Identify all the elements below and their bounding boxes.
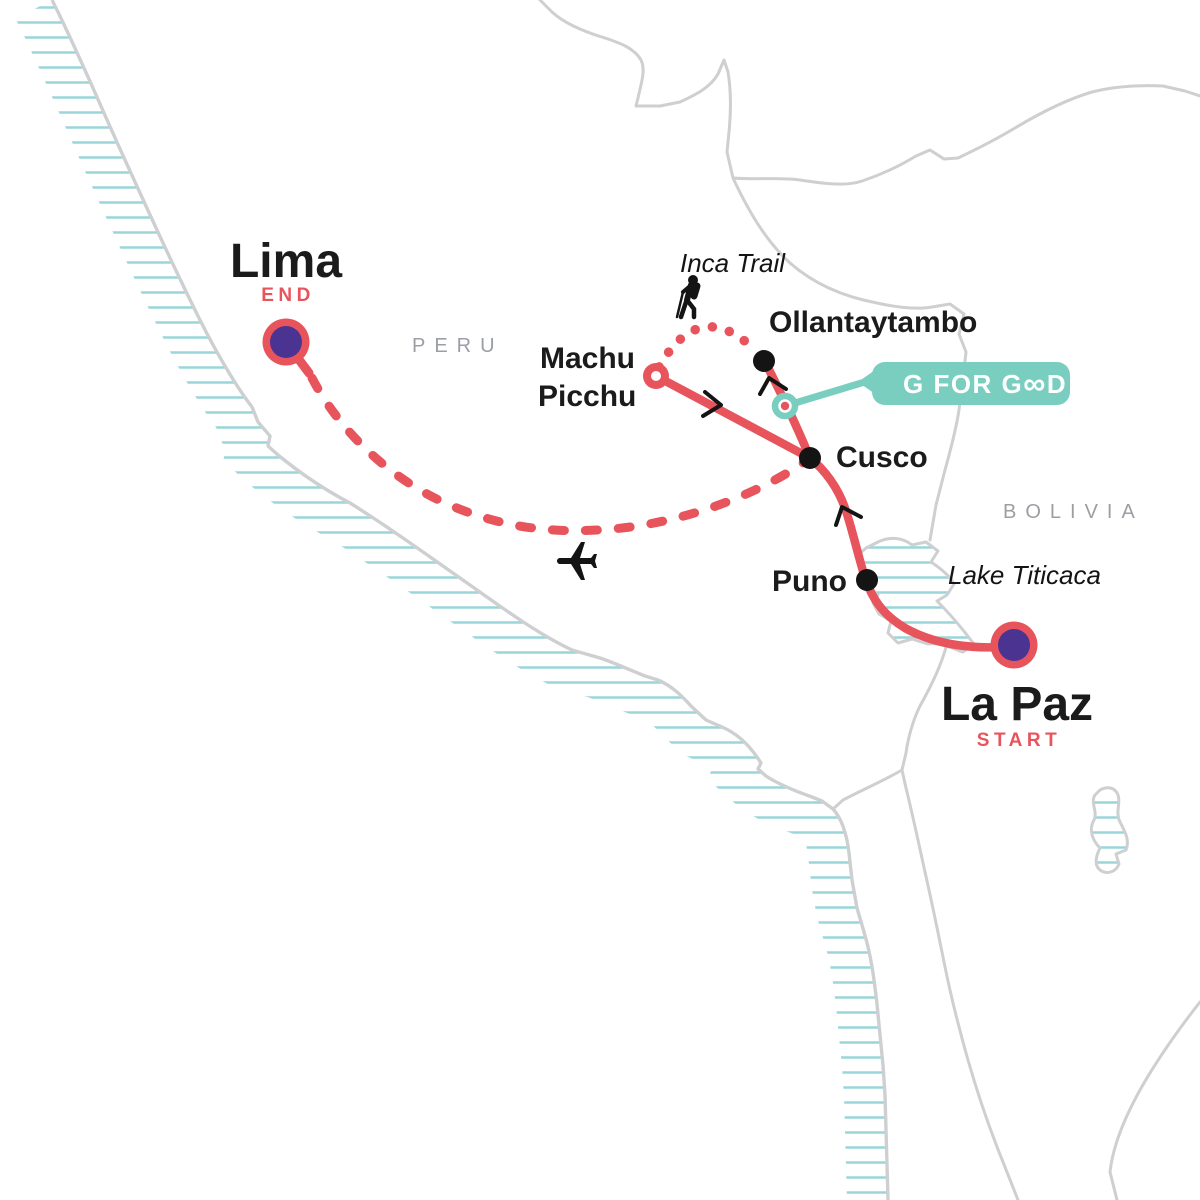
badge-leader-line (781, 377, 872, 410)
g-for-good-badge (872, 362, 1070, 405)
label-peru: PERU (412, 335, 504, 357)
lake-titicaca-shape (854, 536, 976, 654)
chevron-to-cusco (701, 390, 723, 418)
small-lake (1089, 786, 1129, 874)
border-bolivia-chile (900, 768, 1020, 1200)
hiker-icon (675, 275, 701, 320)
dot-cusco (799, 447, 821, 469)
dot-ollantaytambo (753, 350, 775, 372)
border-south-of-lake (900, 638, 950, 772)
border-north-east (731, 84, 1200, 186)
g-for-good-ring-center (780, 401, 790, 411)
route-inca-trail-dotted (654, 322, 762, 372)
label-lima: Lima (230, 235, 342, 288)
label-la-paz: La Paz (941, 678, 1093, 731)
label-lake-titicaca: Lake Titicaca (948, 560, 1101, 590)
label-la-paz-start: START (977, 730, 1061, 751)
chevron-to-ollantaytambo (758, 376, 788, 396)
label-ollantaytambo: Ollantaytambo (769, 306, 977, 339)
marker-la-paz-start (990, 621, 1038, 669)
label-machu-picchu-line1: Machu (540, 342, 635, 375)
border-to-coast (831, 768, 904, 811)
marker-lima-end (262, 318, 310, 366)
chevron-puno-to-cusco (834, 505, 863, 527)
coastline (50, 0, 890, 1200)
label-inca-trail: Inca Trail (680, 248, 786, 278)
label-cusco: Cusco (836, 441, 928, 474)
dot-puno (856, 569, 878, 591)
landmass (52, 0, 1200, 1200)
label-machu-picchu-line2: Picchu (538, 380, 636, 413)
border-northwest (538, 0, 735, 180)
border-bottom-right (1108, 1000, 1200, 1200)
plane-icon (557, 542, 597, 580)
label-lima-end: END (261, 285, 315, 306)
border-peru-bolivia (731, 176, 968, 542)
route-machupicchu-cusco (651, 371, 815, 463)
route-flight-dashed (307, 373, 811, 536)
marker-machu-picchu (643, 363, 669, 389)
label-bolivia: BOLIVIA (1003, 501, 1144, 523)
label-puno: Puno (772, 565, 847, 598)
g-for-good-label: G FOR G∞D (903, 366, 1067, 401)
